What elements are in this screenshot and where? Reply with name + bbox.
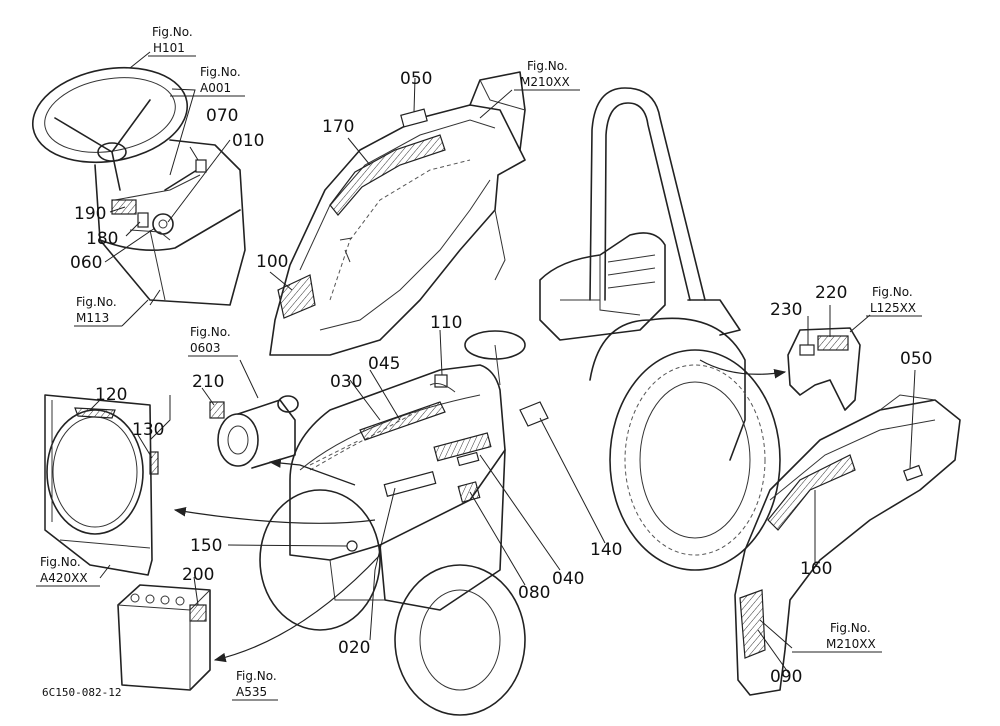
- part-150: 150: [190, 536, 222, 556]
- figref-h101: Fig.No. H101: [148, 25, 196, 57]
- alternator: [209, 395, 299, 469]
- part-040: 040: [552, 569, 584, 589]
- figref-m210xx-top: Fig.No. M210XX: [514, 59, 580, 91]
- part-080: 080: [518, 583, 550, 603]
- part-060: 060: [70, 253, 102, 273]
- svg-text:A001: A001: [200, 81, 231, 95]
- part-090: 090: [770, 667, 802, 687]
- part-140: 140: [590, 540, 622, 560]
- svg-text:Fig.No.: Fig.No.: [830, 621, 871, 635]
- svg-text:Fig.No.: Fig.No.: [872, 285, 913, 299]
- tail-light: [787, 327, 861, 411]
- part-050-right: 050: [900, 349, 932, 369]
- figref-a535: Fig.No. A535: [232, 669, 278, 701]
- part-210: 210: [192, 372, 224, 392]
- leader-lines: [89, 51, 916, 676]
- hood-assembly: [269, 71, 526, 356]
- radiator-fan-shroud: [44, 394, 159, 576]
- part-230: 230: [770, 300, 802, 320]
- figref-a001: Fig.No. A001: [170, 65, 245, 97]
- drawing-code: 6C150-082-12: [42, 686, 121, 699]
- svg-text:Fig.No.: Fig.No.: [152, 25, 193, 39]
- part-050-top: 050: [400, 69, 432, 89]
- part-010: 010: [232, 131, 264, 151]
- svg-text:Fig.No.: Fig.No.: [76, 295, 117, 309]
- svg-text:M210XX: M210XX: [826, 637, 876, 651]
- part-020: 020: [338, 638, 370, 658]
- part-160: 160: [800, 559, 832, 579]
- svg-text:M210XX: M210XX: [520, 75, 570, 89]
- figref-a420xx: Fig.No. A420XX: [36, 555, 100, 587]
- part-100: 100: [256, 252, 288, 272]
- svg-text:A535: A535: [236, 685, 267, 699]
- part-120: 120: [95, 385, 127, 405]
- svg-text:Fig.No.: Fig.No.: [190, 325, 231, 339]
- battery: [117, 584, 211, 691]
- part-180: 180: [86, 229, 118, 249]
- svg-text:Fig.No.: Fig.No.: [40, 555, 81, 569]
- part-070: 070: [206, 106, 238, 126]
- part-130: 130: [132, 420, 164, 440]
- svg-text:Fig.No.: Fig.No.: [236, 669, 277, 683]
- svg-text:M113: M113: [76, 311, 109, 325]
- part-number-labels: 010 020 030 040 045 050 050 060 070 080 …: [70, 69, 932, 687]
- figref-m210xx-bottom: Fig.No. M210XX: [792, 621, 882, 653]
- svg-text:A420XX: A420XX: [40, 571, 88, 585]
- svg-text:Fig.No.: Fig.No.: [527, 59, 568, 73]
- svg-text:Fig.No.: Fig.No.: [200, 65, 241, 79]
- part-110: 110: [430, 313, 462, 333]
- part-170: 170: [322, 117, 354, 137]
- tractor-body: [259, 87, 781, 716]
- part-190: 190: [74, 204, 106, 224]
- rear-fender: [734, 394, 961, 696]
- part-200: 200: [182, 565, 214, 585]
- figref-m113: Fig.No. M113: [74, 295, 149, 327]
- figref-l125xx: Fig.No. L125XX: [866, 285, 922, 317]
- svg-text:L125XX: L125XX: [870, 301, 916, 315]
- figure-reference-labels: Fig.No. H101 Fig.No. A001 Fig.No. M113 F…: [36, 25, 922, 701]
- svg-text:0603: 0603: [190, 341, 221, 355]
- part-045: 045: [368, 354, 400, 374]
- svg-text:H101: H101: [153, 41, 185, 55]
- part-220: 220: [815, 283, 847, 303]
- part-030: 030: [330, 372, 362, 392]
- figref-0603: Fig.No. 0603: [188, 325, 238, 357]
